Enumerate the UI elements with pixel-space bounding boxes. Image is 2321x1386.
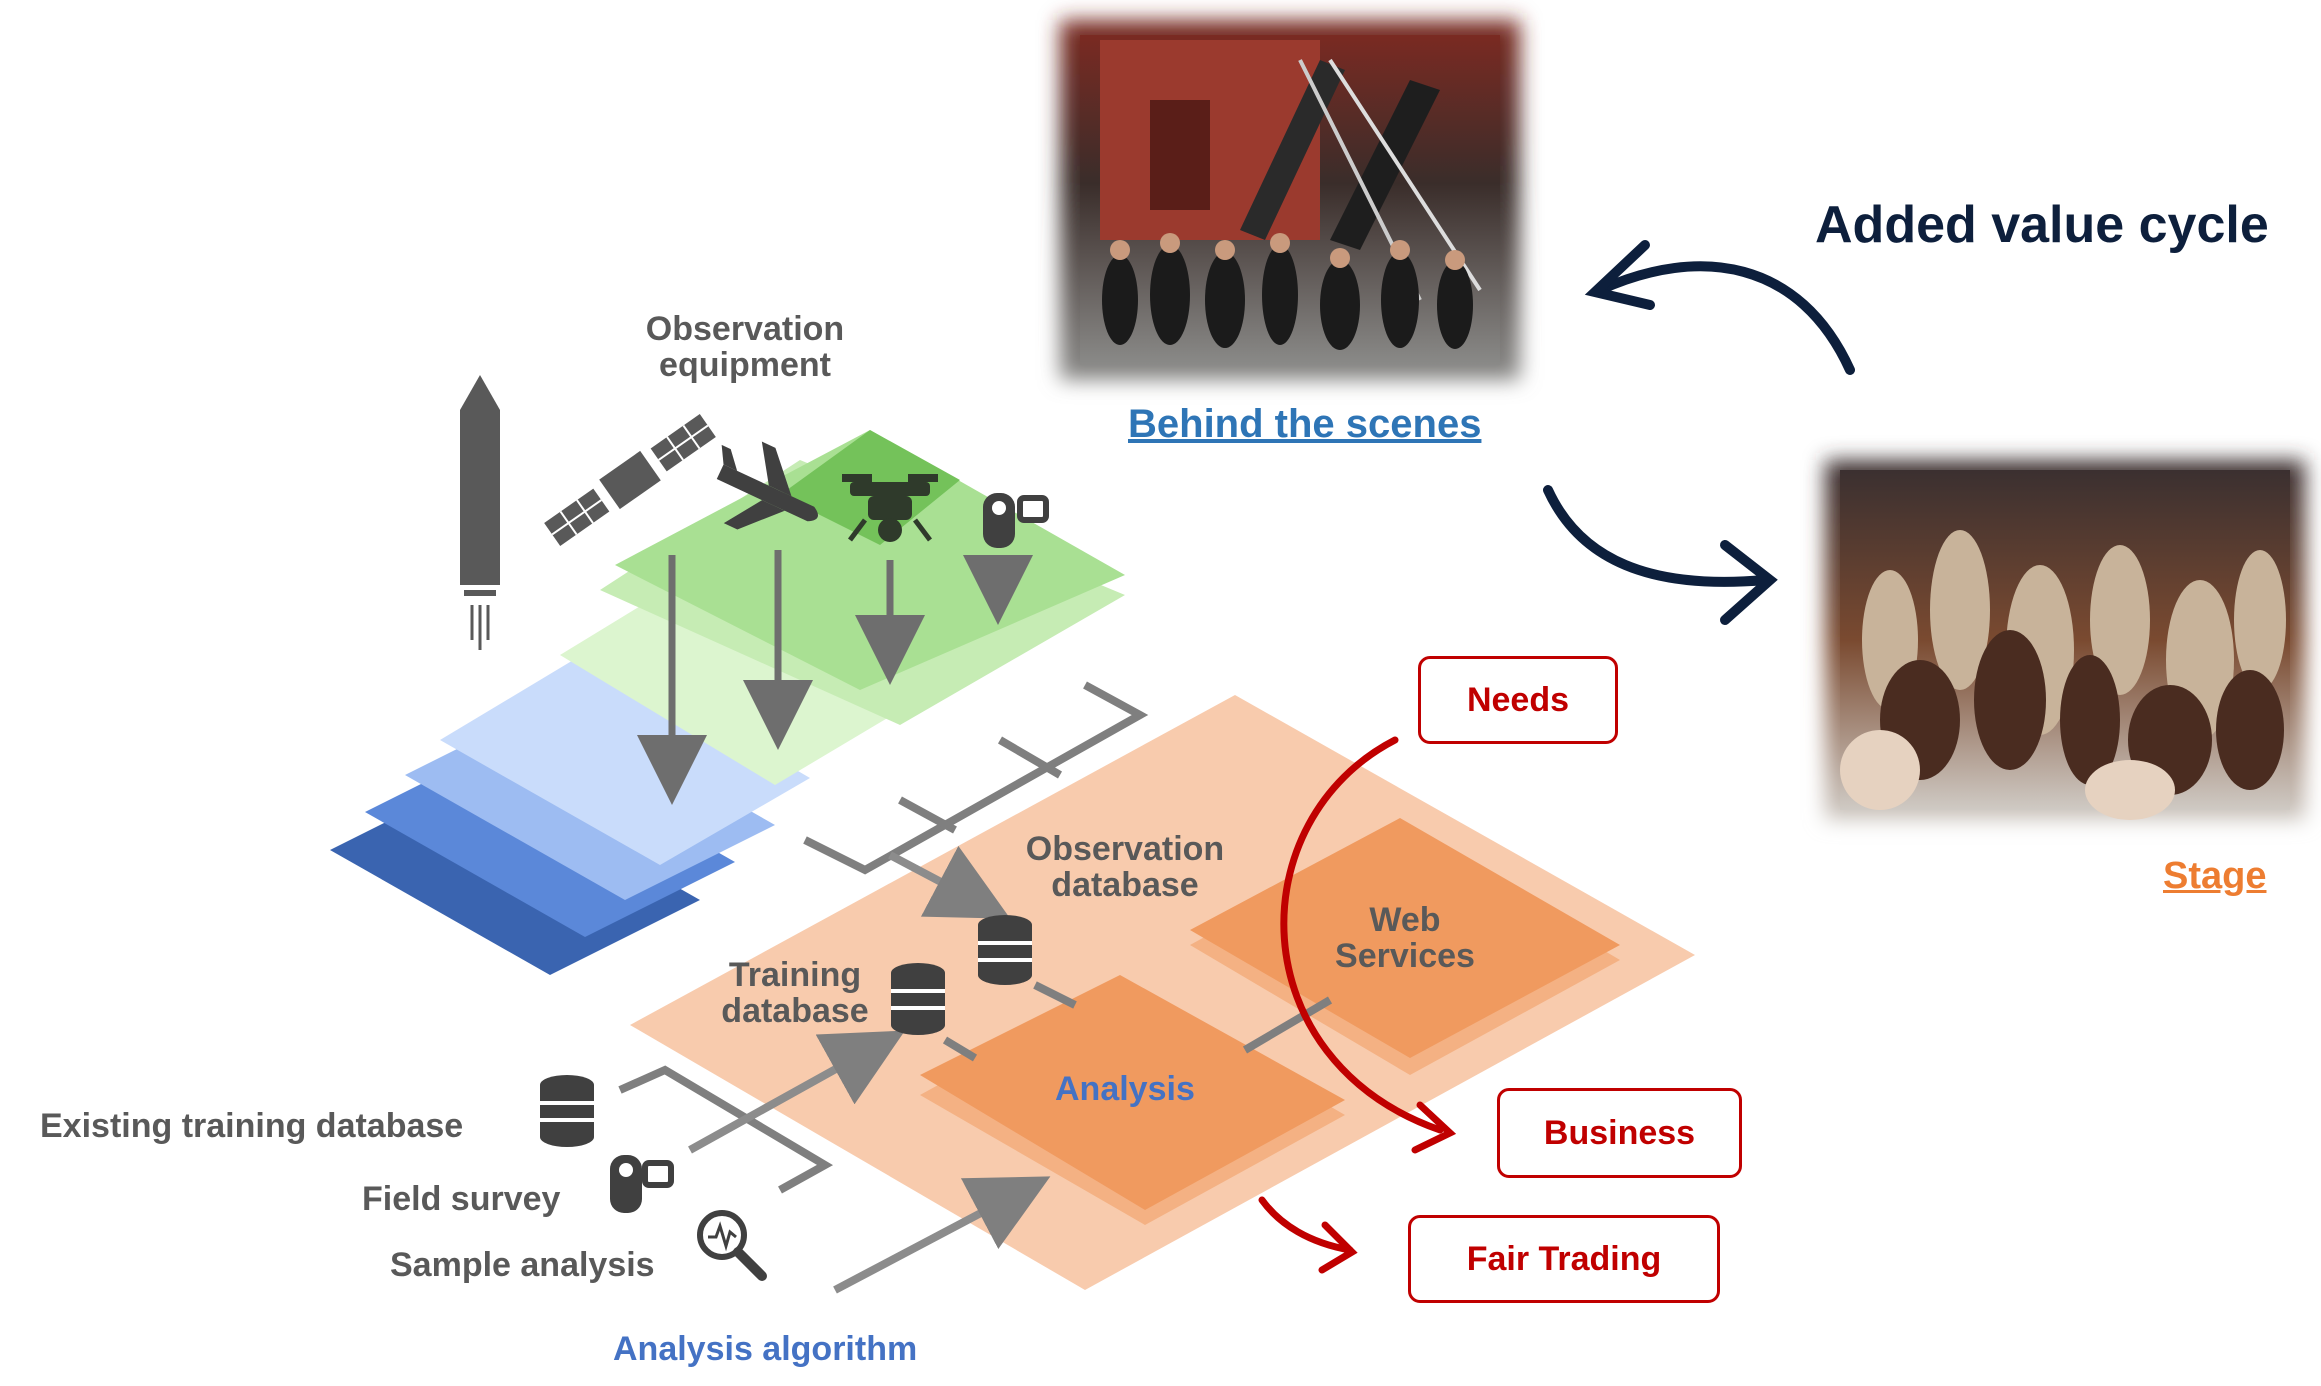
input-arrows bbox=[688, 845, 1051, 1294]
behind-the-scenes-link[interactable]: Behind the scenes bbox=[1128, 402, 1482, 446]
fair-trading-arrow bbox=[1258, 1196, 1358, 1274]
needs-arrow bbox=[1280, 736, 1457, 1154]
training-database-line2: database bbox=[721, 991, 869, 1030]
observation-database-line1: Observation bbox=[1025, 830, 1225, 868]
web-services-label: Web Services bbox=[1305, 901, 1505, 975]
analysis-label: Analysis bbox=[1055, 1070, 1195, 1108]
training-database-label: Training database bbox=[700, 956, 890, 1030]
database-icon-observation bbox=[978, 915, 1032, 985]
stage-link[interactable]: Stage bbox=[2163, 855, 2267, 897]
observation-equipment-line2: equipment bbox=[659, 345, 831, 384]
web-services-line2: Services bbox=[1335, 936, 1475, 975]
observation-database-line2: database bbox=[1051, 865, 1199, 904]
analysis-algorithm-label: Analysis algorithm bbox=[613, 1330, 918, 1368]
cycle-arrow-bottom bbox=[1543, 485, 1778, 625]
observation-database-label: Observation database bbox=[990, 830, 1260, 904]
database-icon-training bbox=[891, 963, 945, 1035]
existing-training-database-label: Existing training database bbox=[40, 1107, 464, 1145]
database-icon-existing bbox=[540, 1075, 594, 1147]
business-box: Business bbox=[1497, 1088, 1742, 1178]
analysis-platform-orange bbox=[630, 695, 1695, 1290]
rocket-icon bbox=[460, 375, 500, 650]
field-survey-label: Field survey bbox=[362, 1180, 561, 1218]
drone-icon bbox=[842, 474, 938, 542]
airplane-icon bbox=[716, 441, 819, 530]
added-value-cycle-title: Added value cycle bbox=[1815, 196, 2269, 254]
observation-arrows bbox=[637, 550, 1033, 805]
magnifier-icon bbox=[697, 1210, 767, 1281]
sample-analysis-label: Sample analysis bbox=[390, 1246, 655, 1284]
observation-equipment-line1: Observation bbox=[645, 310, 845, 348]
camera-icon bbox=[983, 493, 1049, 548]
web-services-line1: Web bbox=[1369, 901, 1441, 939]
cycle-arrow-top bbox=[1584, 240, 1855, 375]
behind-the-scenes-photo bbox=[1060, 20, 1520, 380]
data-layers-blue bbox=[330, 650, 810, 975]
observation-equipment-label: Observation equipment bbox=[610, 310, 880, 384]
satellite-icon bbox=[544, 414, 716, 546]
camera-icon-field-survey bbox=[610, 1155, 674, 1213]
fair-trading-box: Fair Trading bbox=[1408, 1215, 1720, 1303]
training-database-line1: Training bbox=[728, 956, 862, 994]
needs-box: Needs bbox=[1418, 656, 1618, 744]
stage-photo bbox=[1825, 460, 2305, 820]
